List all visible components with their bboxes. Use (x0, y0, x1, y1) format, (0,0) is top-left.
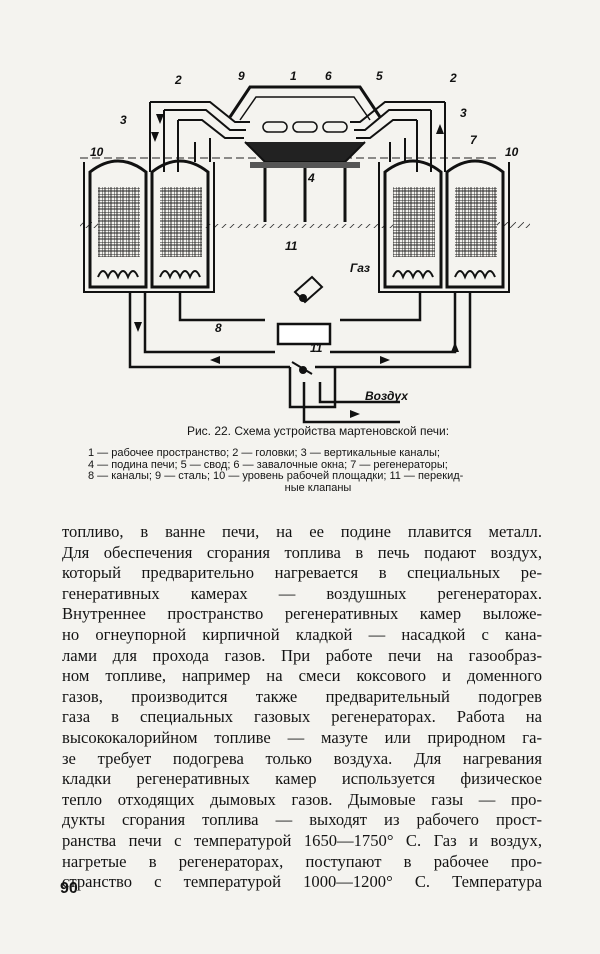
right-regenerators (378, 159, 510, 293)
legend-line: 8 — каналы; 9 — сталь; 10 — уровень рабо… (88, 470, 464, 482)
caption-title: Рис. 22. Схема устройства мартеновской п… (186, 424, 450, 438)
text-line: тепло отходящих дымовых газов. Дымовые г… (62, 789, 542, 809)
text-line: генеративных камерах — воздушных регенер… (62, 583, 542, 603)
text-line: ранства печи с температурой 1650—1750° С… (62, 830, 542, 850)
legend-line: 1 — рабочее пространство; 2 — головки; 3… (88, 447, 440, 459)
text-line: нагретые в регенераторах, поступают в ра… (62, 851, 542, 871)
text-line: топливо, в ванне печи, на ее подине плав… (62, 522, 542, 541)
furnace-body (228, 85, 382, 222)
text-line: газа в специальных газовых регенераторах… (62, 707, 542, 727)
body-paragraph: топливо, в ванне печи, на ее подине плав… (62, 522, 542, 893)
callout-6: 6 (325, 69, 332, 83)
text-line: газов, производится также предварительны… (62, 686, 542, 706)
page-number: 90 (60, 880, 78, 897)
figure-caption: Рис. 22. Схема устройства мартеновской п… (88, 424, 548, 494)
callout-1: 1 (290, 69, 297, 83)
lower-channels (128, 292, 472, 424)
callout-7: 7 (470, 133, 478, 147)
legend-line: 4 — подина печи; 5 — свод; 6 — завалочны… (88, 458, 448, 471)
text-line: ном топливе, например на смеси коксового… (62, 666, 542, 686)
callout-5: 5 (376, 69, 383, 83)
right-heads-channels (350, 101, 446, 172)
ground-hatch (80, 222, 530, 228)
callout-2-left: 2 (174, 73, 182, 87)
furnace-diagram: 1 2 2 3 3 4 5 6 7 8 9 10 10 11 11 Газ Во… (80, 69, 530, 424)
text-line: но огнеупорной кирпичной кладкой — насад… (62, 624, 542, 644)
callout-2-right: 2 (449, 71, 457, 85)
text-line: зе требует подогрева только воздуха. Для… (62, 748, 542, 768)
caption-legend: 1 — рабочее пространство; 2 — головки; 3… (88, 447, 548, 494)
callout-10-right: 10 (505, 145, 519, 159)
callout-8: 8 (215, 321, 222, 335)
left-heads-channels (149, 101, 250, 172)
callout-3-left: 3 (120, 113, 127, 127)
text-line: Внутреннее пространство регенеративных к… (62, 604, 542, 624)
callout-4: 4 (307, 171, 315, 185)
text-line: дукты сгорания топлива — выходят из рабо… (62, 810, 542, 830)
callout-labels: 1 2 2 3 3 4 5 6 7 8 9 10 10 11 11 Газ Во… (90, 69, 519, 403)
gas-label: Газ (350, 261, 370, 275)
callout-9: 9 (238, 69, 245, 83)
legend-line: ные клапаны (284, 481, 352, 494)
callout-11-bottom: 11 (310, 341, 323, 355)
text-line: Для обеспечения сгорания топлива в печь … (62, 542, 542, 562)
flow-arrows (134, 114, 459, 418)
text-line: странство с температурой 1000—1200° С. Т… (62, 872, 542, 892)
changeover-valves (291, 275, 324, 375)
text-line: который предварительно нагревается в спе… (62, 563, 542, 583)
text-line: кладки регенеративных камер используется… (62, 769, 542, 789)
callout-11-top: 11 (285, 239, 298, 253)
callout-10-left: 10 (90, 145, 104, 159)
text-line: высококалорийном топливе — мазуте или пр… (62, 727, 542, 747)
left-regenerators (83, 159, 215, 293)
air-label: Воздух (365, 389, 409, 403)
text-line: лами для прохода газов. При работе печи … (62, 645, 542, 665)
callout-3-right: 3 (460, 106, 467, 120)
